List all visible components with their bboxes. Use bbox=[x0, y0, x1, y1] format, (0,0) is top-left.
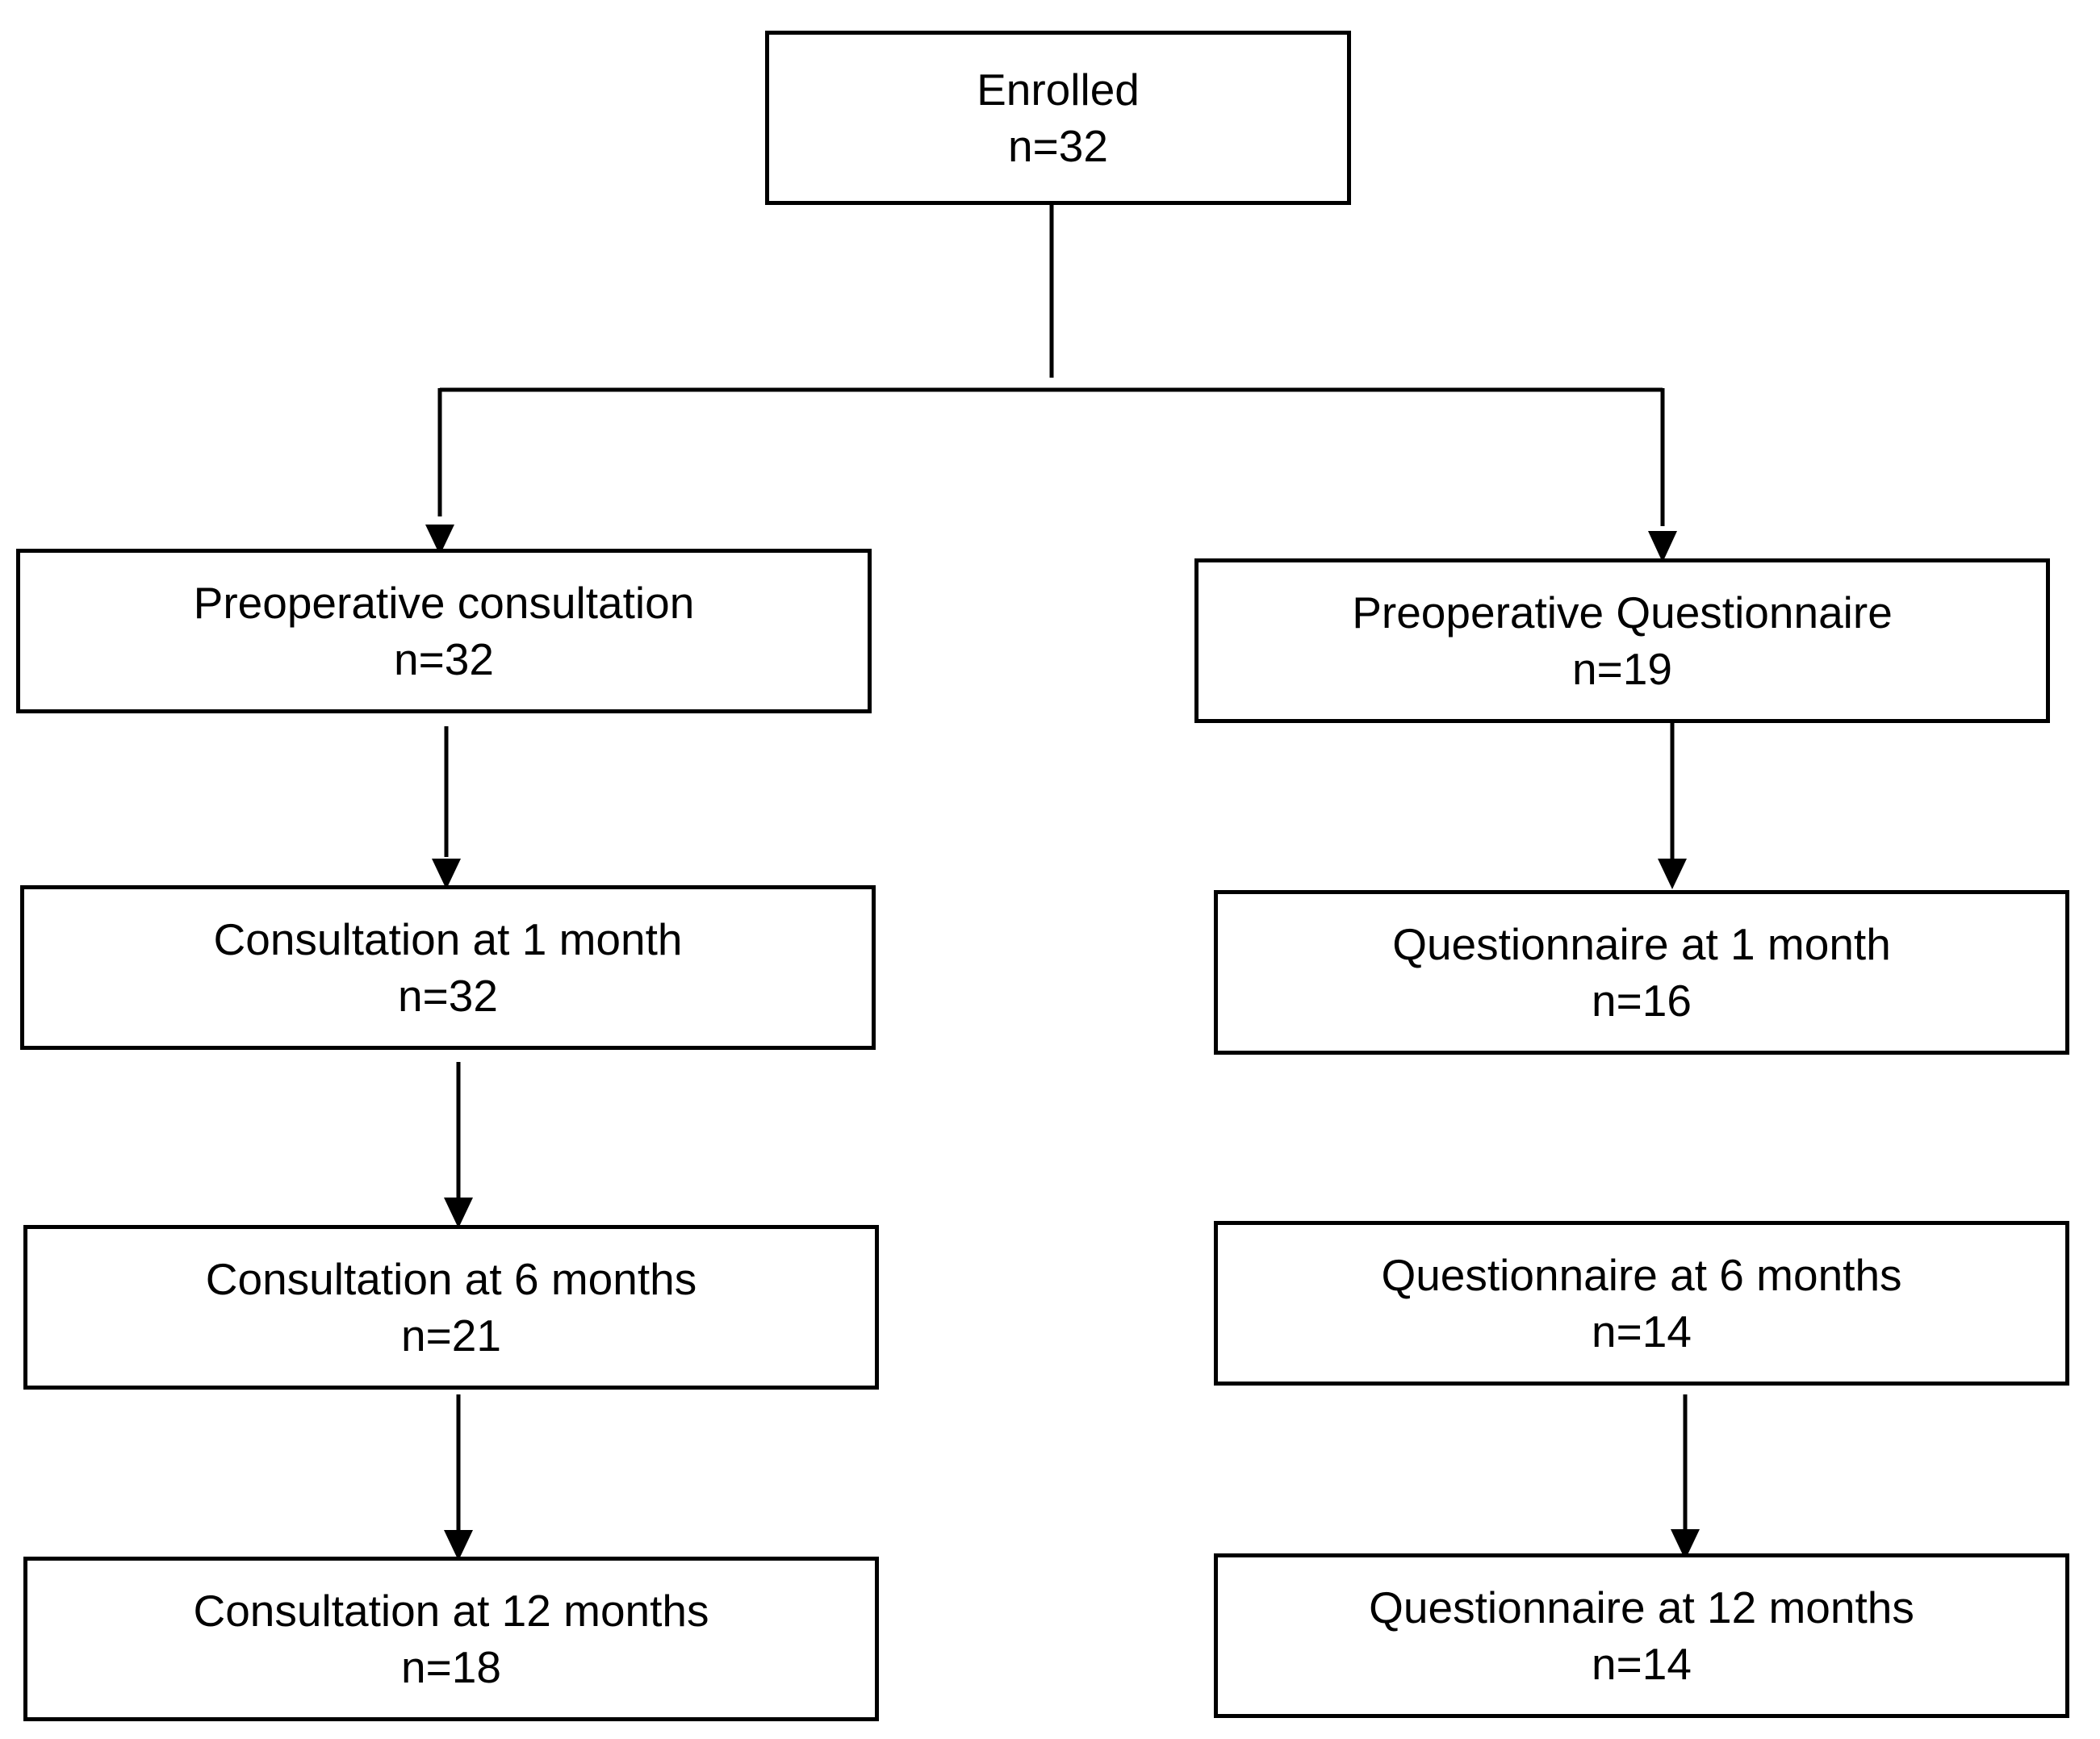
consultation-6m-count: n=21 bbox=[401, 1311, 501, 1361]
enrolled-box: Enrolled n=32 bbox=[765, 31, 1351, 205]
preop-consultation-count: n=32 bbox=[394, 634, 494, 684]
arrowhead-consultation-1m bbox=[432, 859, 461, 889]
arrowhead-questionnaire-12m bbox=[1671, 1529, 1700, 1560]
arrowhead-preop-consultation bbox=[425, 525, 454, 555]
questionnaire-12m-box: Questionnaire at 12 months n=14 bbox=[1214, 1553, 2069, 1718]
preop-consultation-label: Preoperative consultation bbox=[193, 577, 695, 628]
preop-questionnaire-box: Preoperative Questionnaire n=19 bbox=[1194, 558, 2050, 723]
preop-consultation-box: Preoperative consultation n=32 bbox=[16, 549, 872, 713]
arrowhead-questionnaire-1m bbox=[1658, 859, 1687, 889]
consultation-1m-box: Consultation at 1 month n=32 bbox=[20, 885, 876, 1050]
questionnaire-1m-box: Questionnaire at 1 month n=16 bbox=[1214, 890, 2069, 1055]
consultation-12m-label: Consultation at 12 months bbox=[193, 1585, 709, 1636]
enrolled-count: n=32 bbox=[1008, 121, 1108, 171]
questionnaire-6m-count: n=14 bbox=[1592, 1306, 1692, 1357]
consultation-12m-count: n=18 bbox=[401, 1642, 501, 1692]
questionnaire-6m-box: Questionnaire at 6 months n=14 bbox=[1214, 1221, 2069, 1386]
questionnaire-1m-label: Questionnaire at 1 month bbox=[1392, 918, 1891, 969]
consultation-1m-label: Consultation at 1 month bbox=[213, 913, 683, 964]
questionnaire-6m-label: Questionnaire at 6 months bbox=[1381, 1249, 1902, 1300]
consultation-1m-count: n=32 bbox=[398, 971, 498, 1021]
arrowhead-consultation-6m bbox=[444, 1198, 473, 1228]
consultation-12m-box: Consultation at 12 months n=18 bbox=[23, 1557, 879, 1721]
questionnaire-12m-label: Questionnaire at 12 months bbox=[1369, 1582, 1914, 1632]
consultation-6m-box: Consultation at 6 months n=21 bbox=[23, 1225, 879, 1390]
arrowhead-preop-questionnaire bbox=[1648, 531, 1677, 562]
questionnaire-1m-count: n=16 bbox=[1592, 976, 1692, 1026]
arrowhead-consultation-12m bbox=[444, 1530, 473, 1561]
preop-questionnaire-count: n=19 bbox=[1572, 644, 1672, 694]
enrolled-label: Enrolled bbox=[977, 64, 1140, 115]
consultation-6m-label: Consultation at 6 months bbox=[205, 1253, 697, 1304]
questionnaire-12m-count: n=14 bbox=[1592, 1639, 1692, 1689]
preop-questionnaire-label: Preoperative Questionnaire bbox=[1352, 587, 1893, 637]
